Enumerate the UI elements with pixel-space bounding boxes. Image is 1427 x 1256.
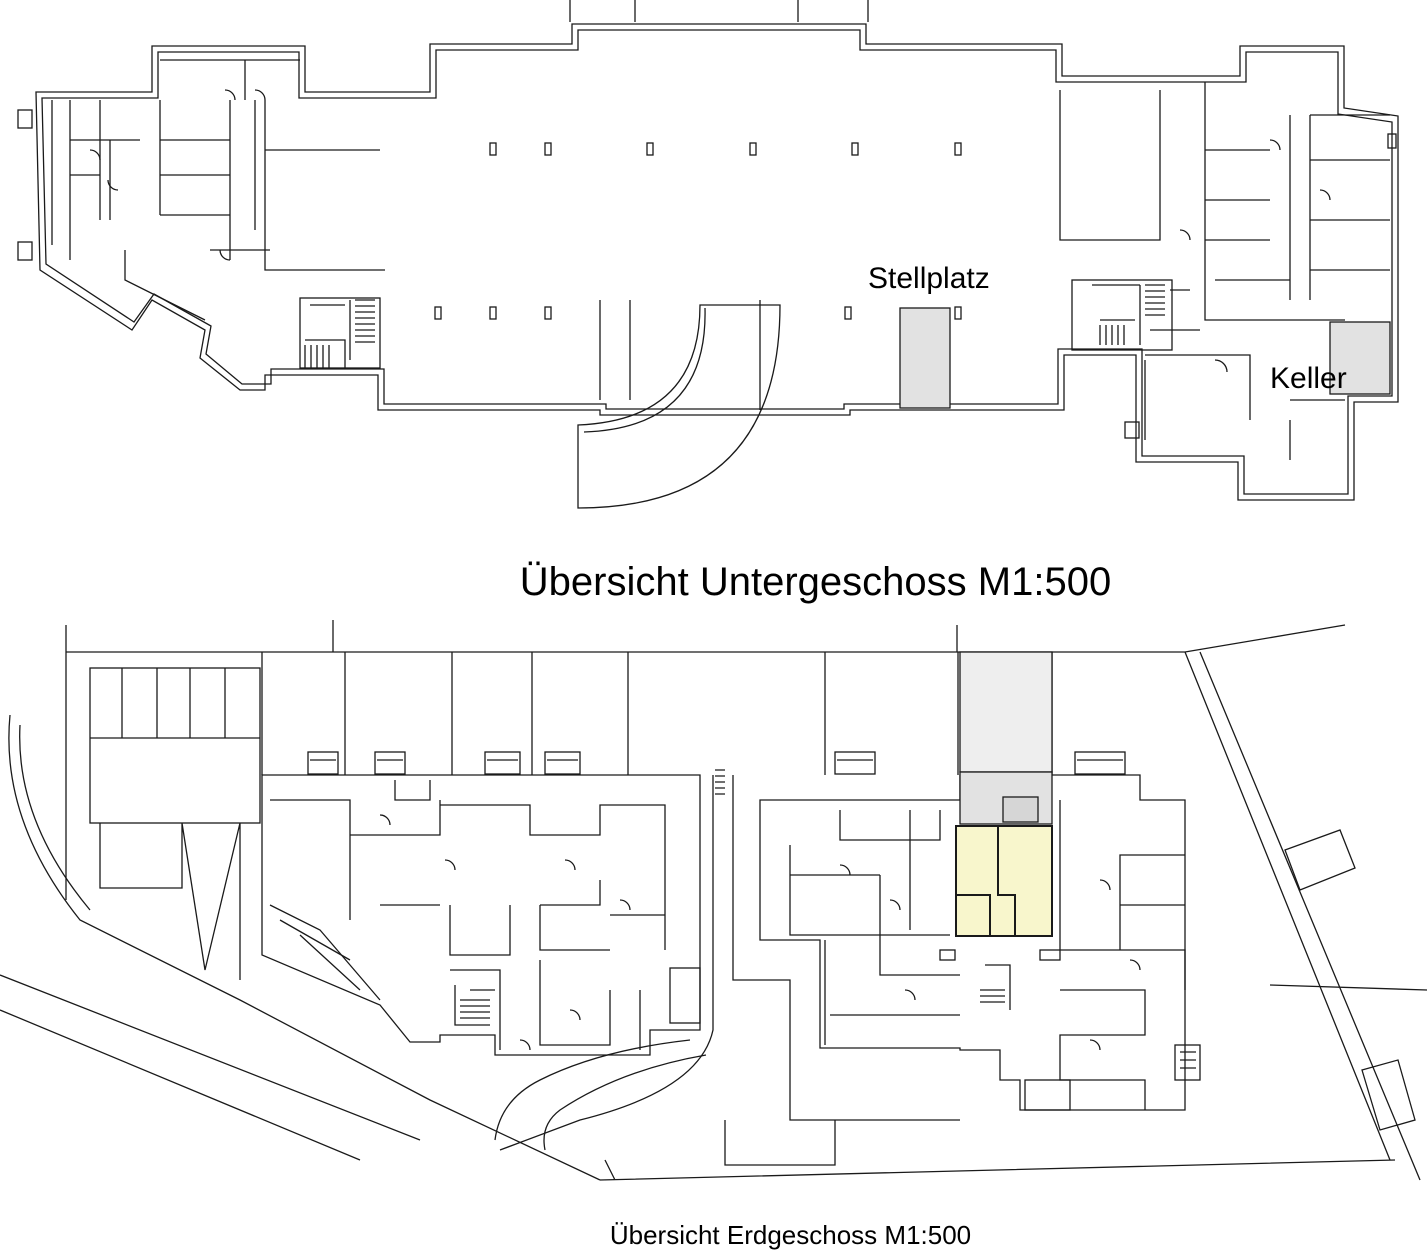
parking-label: Stellplatz [868,262,990,295]
access-strip-highlight [959,651,1053,773]
cellar-highlight [1329,321,1391,395]
highlighted-apartment [955,825,1053,937]
ramp [577,304,781,509]
basement-outline [35,0,1399,501]
cellar-label: Keller [1270,362,1347,395]
left-building [261,774,701,1056]
right-building [759,774,1186,1111]
site-boundary [65,620,1421,1181]
ground-floor-title: Übersicht Erdgeschoss M1:500 [609,1220,972,1250]
basement-title: Übersicht Untergeschoss M1:500 [519,560,1112,604]
basement-plan [17,0,1399,509]
ground-floor-plan [0,620,1427,1181]
parking-space-highlight [899,307,951,409]
